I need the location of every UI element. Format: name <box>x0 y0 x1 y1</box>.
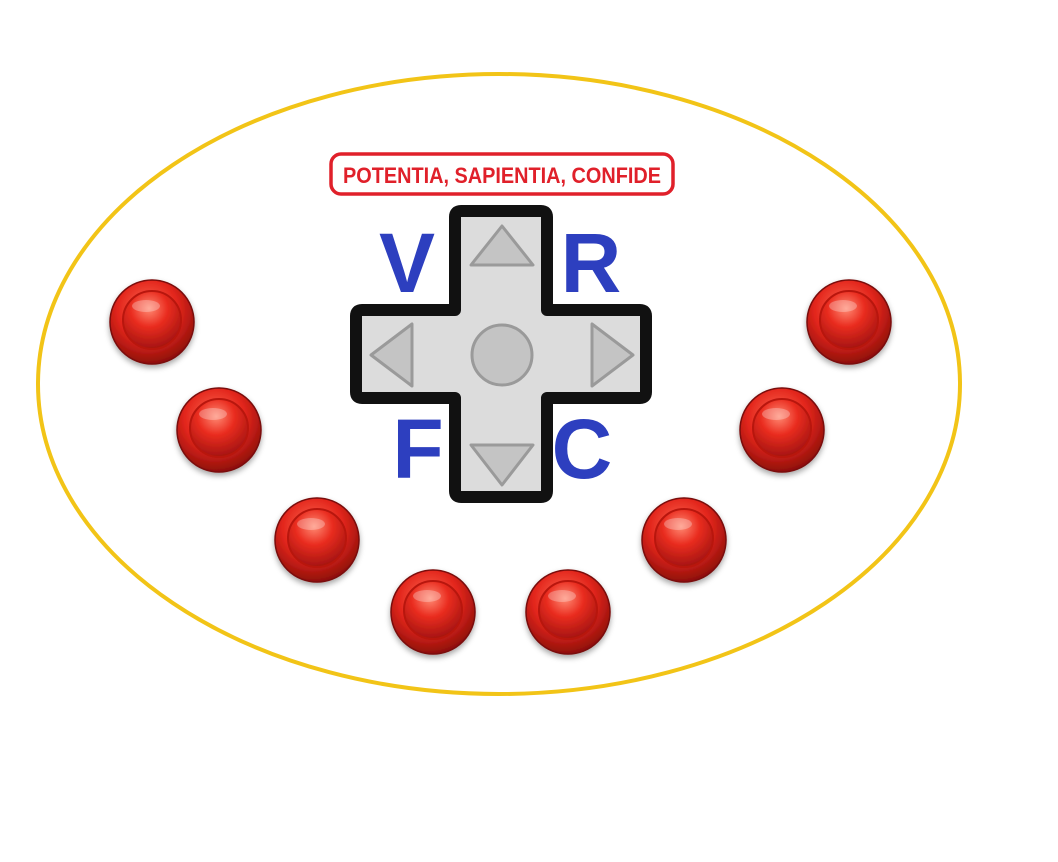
arcade-button-icon <box>641 497 727 583</box>
motto-banner: POTENTIA, SAPIENTIA, CONFIDE <box>329 152 675 196</box>
arcade-button-icon <box>806 279 892 365</box>
arcade-button-icon <box>109 279 195 365</box>
arcade-buttons <box>109 279 892 655</box>
arcade-button-icon <box>739 387 825 473</box>
arcade-button-cap <box>403 580 463 640</box>
arrow-down-icon <box>469 443 535 487</box>
arrow-up-icon <box>469 224 535 267</box>
arcade-button-cap <box>189 398 249 458</box>
arcade-button-shine <box>413 590 441 602</box>
arcade-button-shine <box>548 590 576 602</box>
motto-text: POTENTIA, SAPIENTIA, CONFIDE <box>343 163 661 188</box>
arcade-button-shine <box>297 518 325 530</box>
letter-top-left: V <box>379 216 435 310</box>
arcade-button-icon <box>525 569 611 655</box>
arcade-button-cap <box>654 508 714 568</box>
arrow-right-icon <box>590 322 635 388</box>
arcade-button-cap <box>752 398 812 458</box>
arcade-button-cap <box>122 290 182 350</box>
arcade-button-shine <box>664 518 692 530</box>
arcade-button-icon <box>390 569 476 655</box>
arrow-left-icon <box>369 322 414 388</box>
letter-bottom-right: C <box>552 402 613 496</box>
vrfc-letters: V R F C <box>378 215 622 497</box>
letter-top-right: R <box>561 216 622 310</box>
dpad-icon <box>350 205 652 503</box>
arcade-button-shine <box>132 300 160 312</box>
arcade-button-cap <box>287 508 347 568</box>
outer-ellipse <box>36 72 962 696</box>
arcade-button-shine <box>199 408 227 420</box>
letter-bottom-left: F <box>392 402 443 496</box>
arcade-button-shine <box>829 300 857 312</box>
arcade-button-cap <box>819 290 879 350</box>
arcade-button-cap <box>538 580 598 640</box>
arcade-button-icon <box>176 387 262 473</box>
dpad-center-icon <box>470 323 534 387</box>
motto-frame <box>329 152 675 196</box>
arcade-button-shine <box>762 408 790 420</box>
arcade-button-icon <box>274 497 360 583</box>
